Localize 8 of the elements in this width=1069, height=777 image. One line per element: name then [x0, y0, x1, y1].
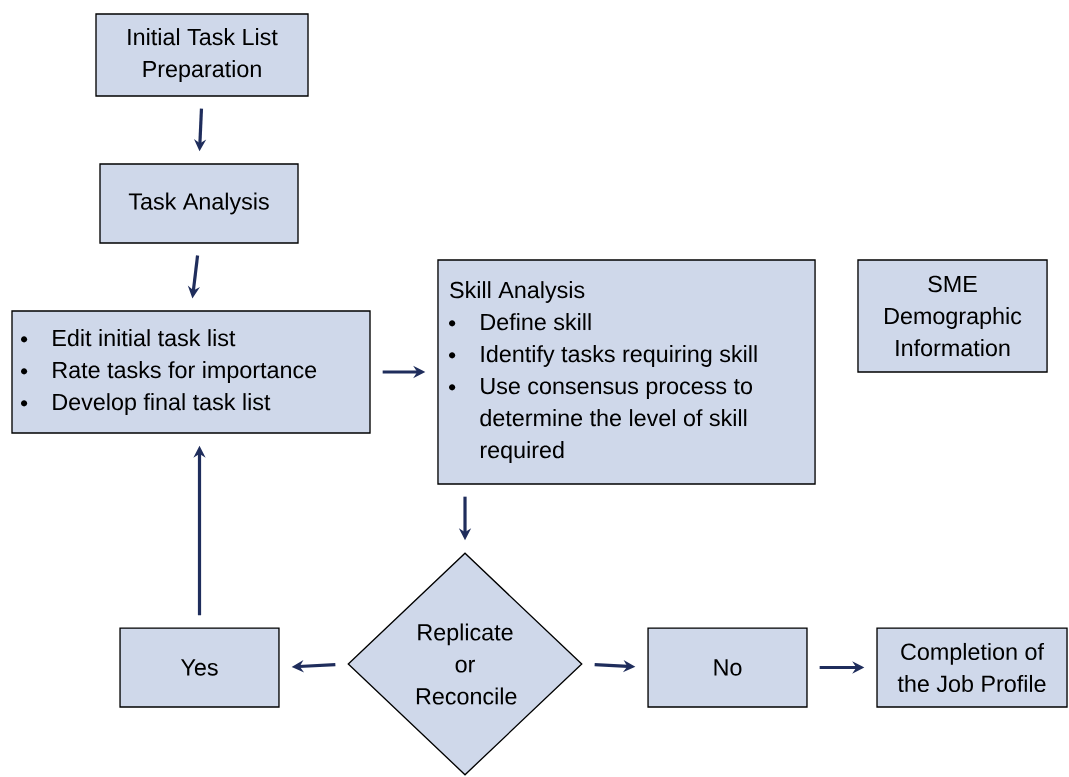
process-box: Task Analysis [99, 163, 299, 244]
process-box: Yes [119, 627, 280, 708]
process-box: Edit initial task list Rate tasks for importance Develop final task list [11, 310, 371, 434]
process-box: No [647, 627, 808, 708]
process-box: SME Demographic Information [857, 259, 1048, 373]
process-box: Initial Task List Preparation [95, 13, 309, 97]
process-box: Completion of the Job Profile [876, 627, 1068, 708]
process-box: Skill Analysis Define skill Identify tasks requiring skill Use consensus process to determine the level of skill required [437, 259, 816, 485]
